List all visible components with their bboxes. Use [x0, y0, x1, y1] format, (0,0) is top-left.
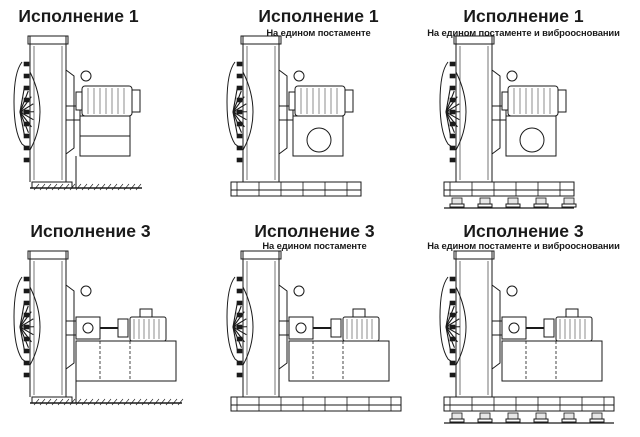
variant-1-plain: Исполнение 1 [0, 0, 213, 218]
lifting-eye [293, 285, 305, 297]
impeller [232, 87, 248, 137]
fan-housing [13, 35, 92, 189]
motor [75, 85, 141, 157]
floor [30, 381, 184, 406]
common-base [230, 181, 362, 197]
fan-drawing [426, 32, 639, 218]
base-with-vibration-isolators [443, 181, 577, 209]
motor-with-coupling [288, 308, 390, 382]
common-base [230, 396, 402, 412]
impeller [19, 87, 35, 137]
motor [501, 85, 567, 157]
variant-title: Исполнение 3 [254, 221, 375, 241]
fan-housing [226, 250, 305, 404]
variant-title: Исполнение 3 [463, 221, 584, 241]
variant-subtitle: На едином постаменте и виброосновании [427, 240, 620, 251]
variant-3-plain: Исполнение 3 [0, 219, 213, 437]
fan-housing [439, 35, 518, 189]
motor-with-coupling [75, 308, 177, 382]
fan-drawing [0, 247, 213, 433]
variant-subtitle: На едином постаменте [262, 240, 367, 251]
floor [30, 156, 142, 191]
motor [288, 85, 354, 157]
variant-3-vibro: Исполнение 3 На едином постаменте и вибр… [426, 219, 639, 437]
fan-drawing [426, 247, 639, 433]
fan-drawing [213, 247, 426, 433]
fan-housing [226, 35, 305, 189]
lifting-eye [293, 70, 305, 82]
variant-title: Исполнение 1 [463, 6, 584, 26]
variant-subtitle: На едином постаменте [266, 27, 371, 38]
fan-drawing [0, 32, 213, 218]
variant-3-base: Исполнение 3 На едином постаменте [213, 219, 426, 437]
variant-1-vibro: Исполнение 1 На едином постаменте и вибр… [426, 0, 639, 218]
variant-title: Исполнение 1 [18, 6, 139, 26]
fan-drawing [213, 32, 426, 218]
variant-subtitle: На едином постаменте и виброосновании [427, 27, 620, 38]
motor-with-coupling [501, 308, 603, 382]
variant-title: Исполнение 3 [30, 221, 151, 241]
impeller [232, 302, 248, 352]
fan-housing [13, 250, 92, 404]
lifting-eye [80, 285, 92, 297]
lifting-eye [506, 70, 518, 82]
lifting-eye [80, 70, 92, 82]
lifting-eye [506, 285, 518, 297]
variant-1-base: Исполнение 1 На едином постаменте [213, 0, 426, 218]
impeller [19, 302, 35, 352]
variant-title: Исполнение 1 [258, 6, 379, 26]
base-with-vibration-isolators [443, 396, 615, 424]
